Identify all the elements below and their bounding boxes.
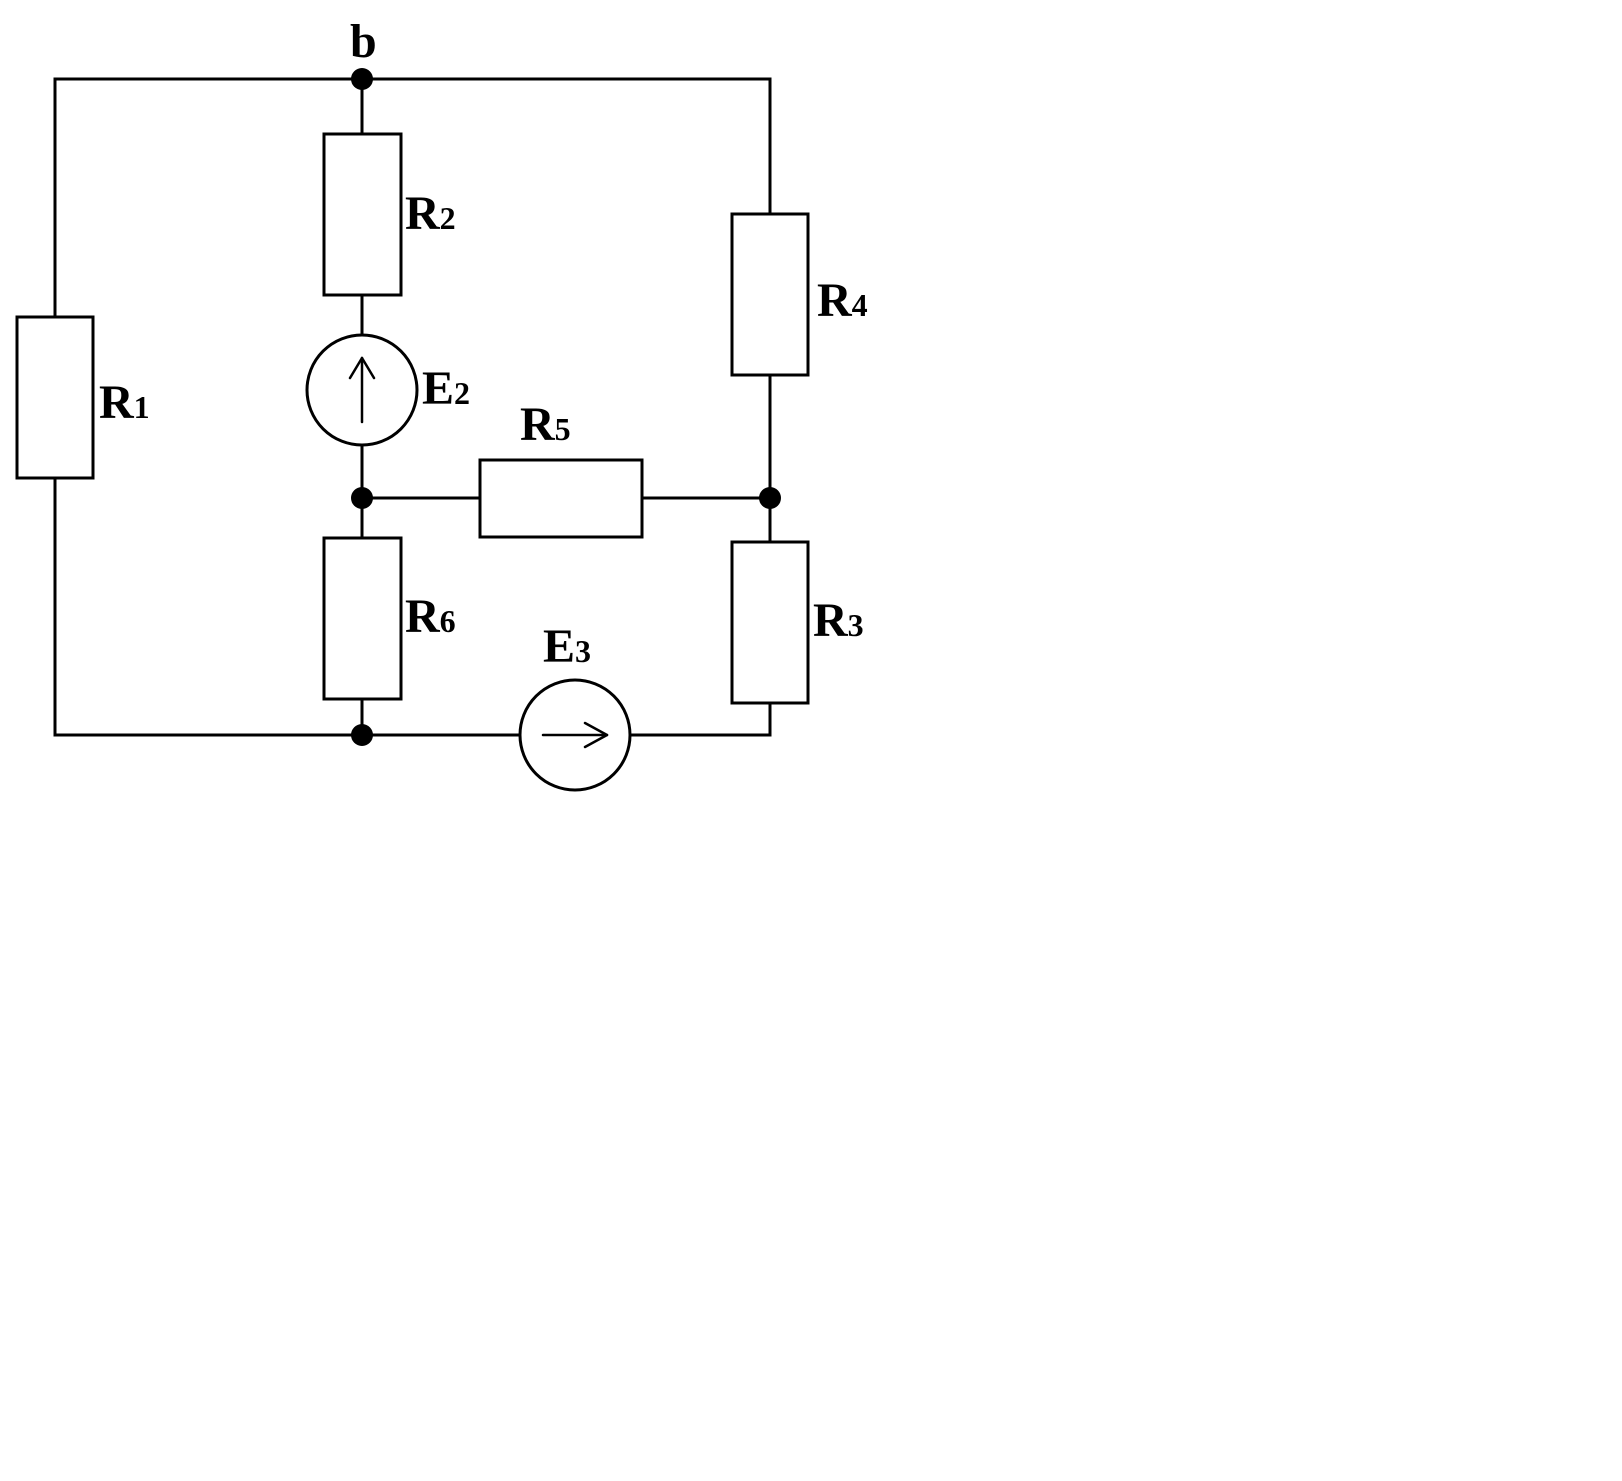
label-e2-index: 2 — [454, 375, 470, 411]
label-r6: R6 — [405, 590, 456, 643]
label-r1: R1 — [99, 376, 150, 429]
label-e2: E2 — [422, 362, 470, 415]
junction-node-middle — [351, 487, 373, 509]
label-r5-letter: R — [520, 398, 556, 451]
arrow-right-head — [583, 721, 609, 749]
resistor-r6 — [322, 536, 403, 701]
emf-source-e3 — [518, 678, 632, 792]
label-r2-letter: R — [405, 187, 441, 240]
label-r4: R4 — [817, 274, 868, 327]
label-e2-letter: E — [422, 362, 454, 415]
label-r2: R2 — [405, 187, 456, 240]
label-e3: E3 — [543, 620, 591, 673]
arrow-up-head — [348, 356, 376, 380]
label-r5: R5 — [520, 398, 571, 451]
label-r6-index: 6 — [440, 603, 456, 639]
label-e3-letter: E — [543, 620, 575, 673]
resistor-r4 — [730, 212, 810, 377]
label-r2-index: 2 — [440, 200, 456, 236]
label-r4-index: 4 — [852, 287, 868, 323]
label-r5-index: 5 — [555, 411, 571, 447]
node-b-label: b — [350, 15, 377, 68]
junction-node-bottom — [351, 724, 373, 746]
resistor-r5 — [478, 458, 644, 539]
label-r3: R3 — [813, 594, 864, 647]
junction-node-right — [759, 487, 781, 509]
emf-source-e2 — [305, 333, 419, 447]
resistor-r3 — [730, 540, 810, 705]
label-e3-index: 3 — [575, 633, 591, 669]
label-r1-letter: R — [99, 376, 135, 429]
resistor-r2 — [322, 132, 403, 297]
junction-node-b — [351, 68, 373, 90]
label-r1-index: 1 — [134, 389, 150, 425]
label-r6-letter: R — [405, 590, 441, 643]
label-r3-index: 3 — [848, 607, 864, 643]
label-r3-letter: R — [813, 594, 849, 647]
label-r4-letter: R — [817, 274, 853, 327]
resistor-r1 — [15, 315, 95, 480]
